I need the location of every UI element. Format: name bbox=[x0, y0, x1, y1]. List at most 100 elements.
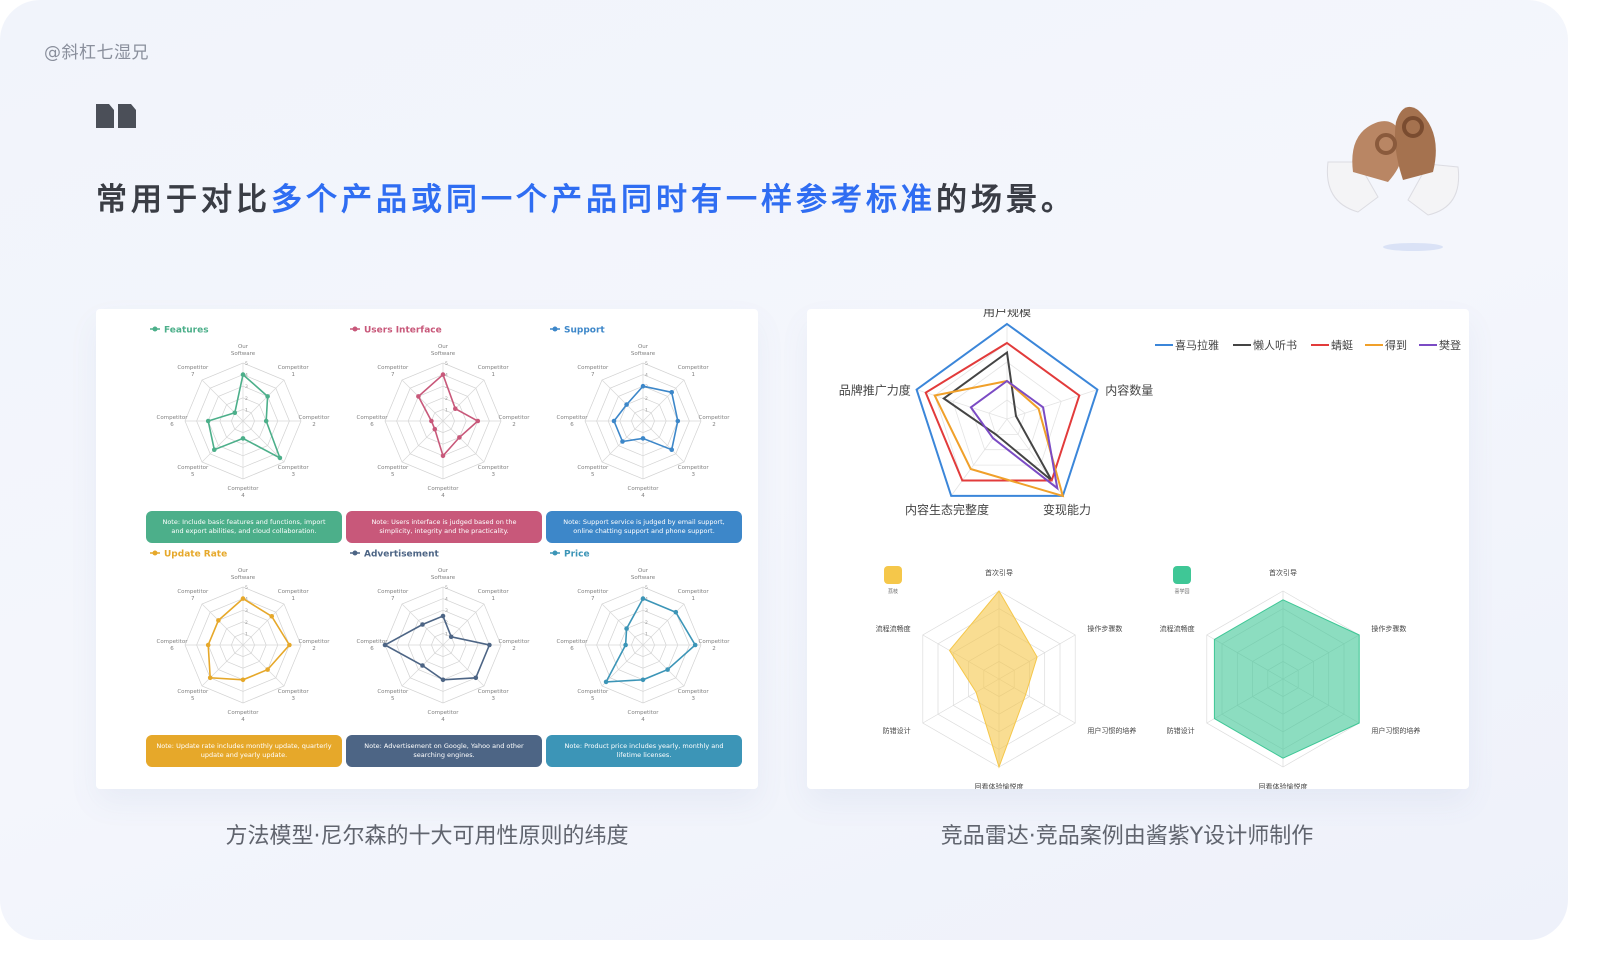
radar-axis-label-line: 2 bbox=[712, 422, 716, 428]
radar-axis-label-line: 2 bbox=[512, 422, 516, 428]
radar-axis-label-line: Competitor bbox=[278, 365, 310, 371]
radar-data-point bbox=[205, 418, 211, 424]
radar-tick-label: 3 bbox=[245, 384, 248, 390]
radar-data-point bbox=[240, 677, 246, 683]
radar-data-point bbox=[623, 642, 628, 648]
radar-axis-label-line: Our bbox=[238, 568, 249, 574]
radar-data-point bbox=[673, 609, 679, 615]
radar-data-point bbox=[416, 394, 421, 399]
radar-data-point bbox=[675, 418, 681, 424]
radar-data-point bbox=[669, 447, 675, 453]
legend-marker bbox=[152, 326, 158, 332]
radar-tick-label: 5 bbox=[645, 585, 648, 591]
radar-data-point bbox=[640, 596, 646, 601]
radar-axis-label-line: Competitor bbox=[228, 710, 260, 716]
radar-axis-label-line: Software bbox=[431, 575, 456, 581]
radar-tick-label: 1 bbox=[645, 407, 648, 413]
radar-data-point bbox=[207, 675, 213, 681]
note-text: Note: Update rate includes monthly updat… bbox=[156, 742, 331, 759]
radar-data-point bbox=[440, 372, 446, 377]
radar-axis-label-line: Competitor bbox=[478, 589, 510, 595]
radar-axis-label-line: 5 bbox=[191, 696, 195, 702]
app-icon bbox=[1173, 566, 1191, 584]
radar-axis-label-line: Competitor bbox=[377, 689, 409, 695]
radar-axis-label-line: Competitor bbox=[177, 689, 209, 695]
radar-spoke bbox=[242, 379, 285, 422]
radar-ring bbox=[988, 399, 1026, 435]
radar-axis-label-line: 4 bbox=[241, 717, 245, 723]
radar-data-point bbox=[448, 634, 454, 640]
radar-axis-label-line: 1 bbox=[291, 372, 295, 378]
note-text: Note: Users interface is judged based on… bbox=[371, 518, 516, 535]
radar-axis-label: 用户规模 bbox=[983, 309, 1031, 319]
radar-spoke bbox=[401, 379, 444, 422]
radar-spoke bbox=[642, 644, 685, 687]
radar-axis-label-line: Competitor bbox=[377, 589, 409, 595]
radar-tick-label: 5 bbox=[645, 361, 648, 367]
radar-spoke bbox=[201, 420, 244, 463]
note-box bbox=[346, 735, 542, 767]
radar-axis-label-line: 3 bbox=[291, 696, 295, 702]
note-text-line: Note: Support service is judged by email… bbox=[563, 518, 724, 526]
radar-axis-label-line: 4 bbox=[641, 493, 645, 499]
app-label: 荔枝 bbox=[888, 588, 898, 595]
panel-title: Advertisement bbox=[364, 550, 440, 560]
headline: 常用于对比多个产品或同一个产品同时有一样参考标准的场景。 bbox=[96, 174, 1076, 219]
radar-spoke bbox=[642, 379, 685, 422]
radar-axis-label: 内容数量 bbox=[1105, 383, 1153, 398]
note-text: Note: Support service is judged by email… bbox=[563, 518, 724, 535]
radar-spoke bbox=[242, 603, 285, 646]
radar-axis-label-line: Our bbox=[638, 344, 649, 350]
radar-spoke bbox=[201, 603, 244, 646]
radar-axis-label-line: Competitor bbox=[478, 465, 510, 471]
radar-axis-label-line: 1 bbox=[291, 596, 295, 602]
radar-tick-label: 4 bbox=[645, 373, 648, 379]
radar-axis-label-line: Competitor bbox=[678, 689, 710, 695]
note-box bbox=[346, 511, 542, 543]
radar-axis-label-line: Competitor bbox=[377, 465, 409, 471]
radar-data-point bbox=[240, 372, 246, 377]
radar-axis-label-line: Competitor bbox=[678, 589, 710, 595]
radar-axis-label: 首次引导 bbox=[985, 568, 1013, 577]
radar-axis-label-line: Competitor bbox=[577, 589, 609, 595]
radar-axis-label-line: Competitor bbox=[478, 689, 510, 695]
radar-axis-label-line: Competitor bbox=[157, 415, 189, 421]
radar-data-point bbox=[475, 418, 481, 424]
radar-axis-label-line: Competitor bbox=[428, 710, 460, 716]
watermark-handle: @斜杠七湿兄 bbox=[44, 43, 149, 63]
radar-tick-label: 2 bbox=[645, 620, 648, 626]
radar-axis-label-line: Competitor bbox=[699, 639, 731, 645]
radar-axis-label: 流程流畅度 bbox=[876, 624, 911, 633]
radar-axis-label-line: 6 bbox=[170, 422, 174, 428]
radar-axis-label-line: 1 bbox=[691, 596, 695, 602]
radar-axis-label: 内容生态完整度 bbox=[905, 502, 989, 517]
radar-data-point bbox=[265, 667, 270, 672]
legend-label: 喜马拉雅 bbox=[1175, 338, 1219, 352]
radar-axis-label-line: 3 bbox=[691, 696, 695, 702]
radar-series-line bbox=[969, 379, 1059, 491]
legend-label: 得到 bbox=[1385, 339, 1407, 352]
radar-tick-label: 4 bbox=[445, 597, 448, 603]
radar-axis-label-line: 4 bbox=[641, 717, 645, 723]
radar-axis-label: 流程流畅度 bbox=[1160, 624, 1195, 633]
legend-marker bbox=[552, 326, 558, 332]
radar-data-point bbox=[453, 406, 458, 411]
radar-tick-label: 2 bbox=[245, 396, 248, 402]
